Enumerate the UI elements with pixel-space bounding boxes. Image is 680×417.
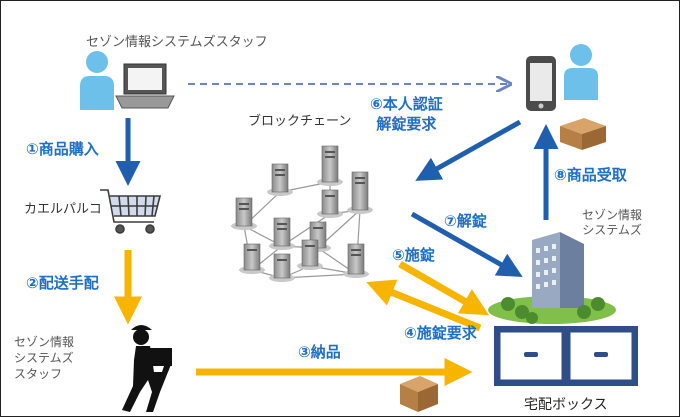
arrow-lock bbox=[398, 260, 490, 316]
label-cart-shop: カエルパルコ bbox=[24, 202, 102, 217]
server-icon bbox=[343, 243, 369, 278]
server-icon bbox=[317, 189, 343, 218]
delivery-box-icon bbox=[494, 326, 638, 386]
delivery-worker-icon bbox=[122, 325, 172, 412]
server-icon bbox=[239, 243, 265, 274]
label-staff-left-line2: システムズ bbox=[14, 351, 74, 365]
arrow-auth-unlock-request bbox=[415, 119, 522, 181]
person-icon-right bbox=[564, 44, 598, 100]
blockchain-network bbox=[231, 145, 373, 282]
label-step7-unlock: ⑦解錠 bbox=[444, 212, 487, 230]
server-icon bbox=[297, 239, 323, 270]
parcel-icon-bottom bbox=[400, 376, 438, 412]
parcel-icon bbox=[560, 118, 606, 150]
arrow-unlock bbox=[410, 211, 523, 277]
server-icon bbox=[269, 253, 295, 282]
smartphone-icon bbox=[526, 56, 556, 111]
shopping-cart-icon bbox=[100, 189, 162, 234]
server-icon bbox=[267, 163, 293, 196]
label-staff-top: セゾン情報システムズスタッフ bbox=[86, 35, 268, 50]
building-icon bbox=[488, 232, 616, 324]
label-staff-left: セゾン情報 システムズ スタッフ bbox=[14, 334, 74, 382]
label-step6-line2: 解錠要求 bbox=[376, 115, 437, 133]
server-icon bbox=[269, 217, 295, 250]
label-company-line1: セゾン情報 bbox=[582, 208, 643, 222]
label-step6: ⑥本人認証 解錠要求 bbox=[370, 94, 443, 134]
label-staff-left-line3: スタッフ bbox=[14, 367, 63, 381]
person-icon bbox=[80, 51, 114, 110]
label-blockchain: ブロックチェーン bbox=[248, 114, 352, 129]
server-icon bbox=[317, 145, 343, 186]
label-step5-lock: ⑤施錠 bbox=[392, 246, 435, 264]
laptop-icon bbox=[115, 63, 175, 109]
label-step1-purchase: ①商品購入 bbox=[26, 140, 99, 158]
label-company-line2: システムズ bbox=[582, 223, 642, 237]
server-icon bbox=[231, 197, 257, 230]
label-step4-lock-request: ④施錠要求 bbox=[404, 324, 477, 342]
label-staff-left-line1: セゾン情報 bbox=[14, 335, 75, 349]
label-step3-deliver: ③納品 bbox=[298, 343, 341, 361]
arrow-lock-request bbox=[366, 279, 482, 332]
label-step8-receive: ⑧商品受取 bbox=[554, 166, 627, 184]
label-delivery-box: 宅配ボックス bbox=[524, 397, 608, 413]
label-step6-line1: ⑥本人認証 bbox=[370, 95, 443, 113]
label-step2-arrange: ②配送手配 bbox=[26, 274, 99, 292]
label-company: セゾン情報 システムズ bbox=[582, 208, 642, 238]
server-icon bbox=[347, 171, 373, 214]
